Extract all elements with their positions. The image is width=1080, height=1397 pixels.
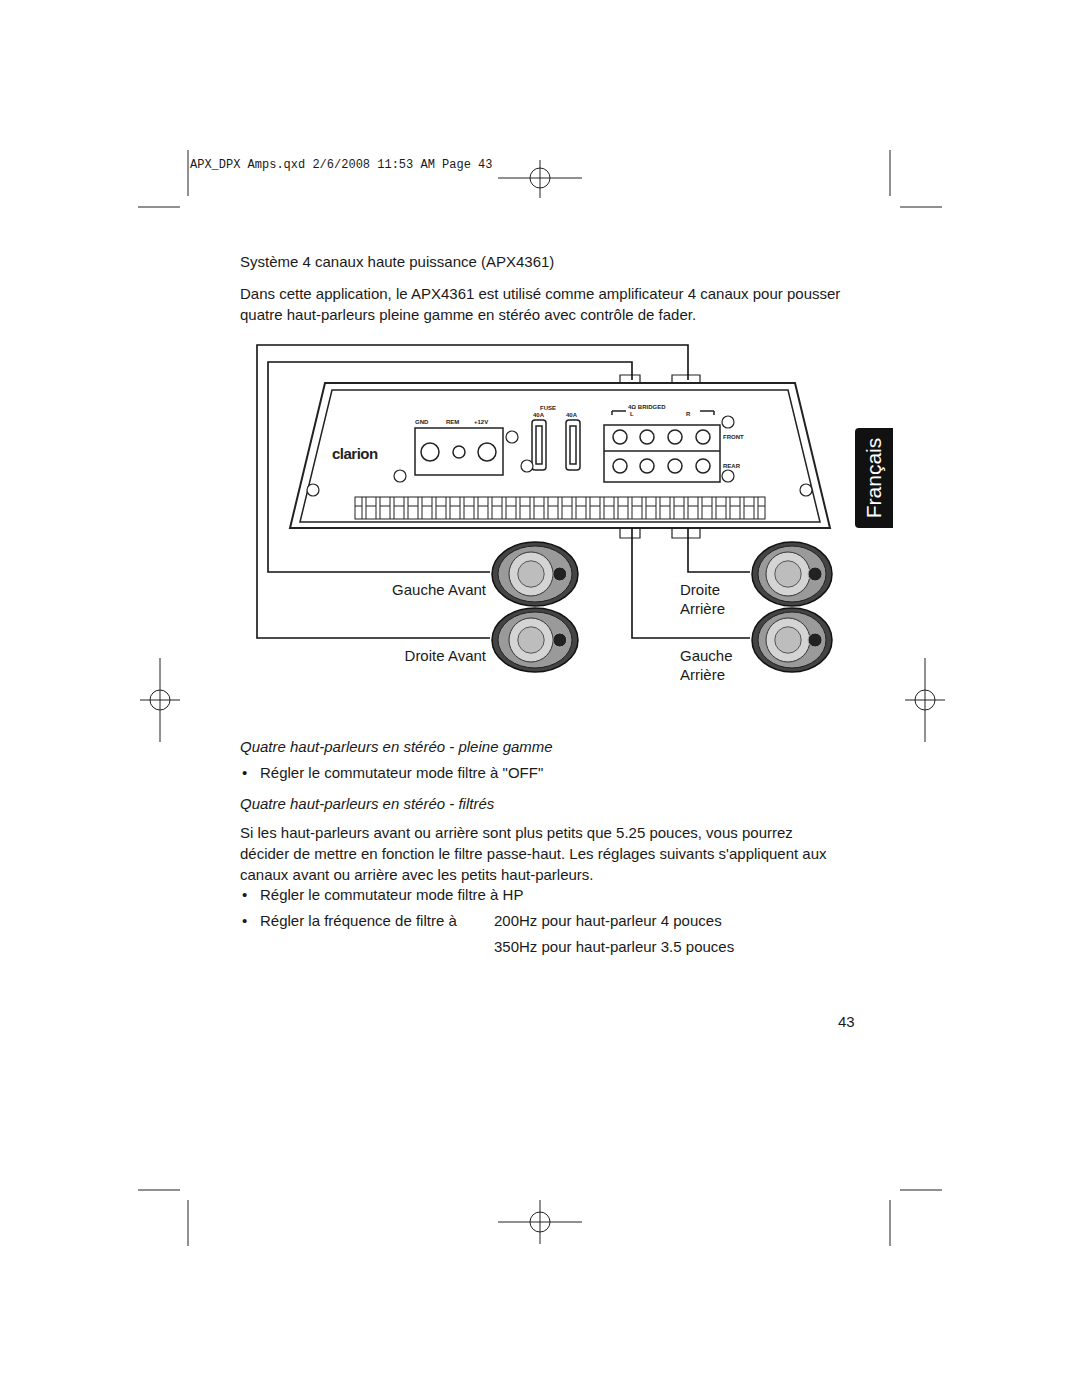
channel-label: REAR <box>723 463 740 469</box>
instruction: Régler le commutateur mode filtre à "OFF… <box>260 764 543 781</box>
speaker-cap <box>775 627 801 653</box>
amplifier: clarionGNDREM+12VFUSE40A40A4Ω BRIDGEDLRF… <box>290 380 830 528</box>
speaker-cone <box>509 618 553 662</box>
section-heading: Quatre haut-parleurs en stéréo - filtrés <box>240 795 494 812</box>
speaker-frame <box>492 608 578 672</box>
bullet: • <box>242 764 247 781</box>
channel-label: L <box>630 411 634 417</box>
speaker-tweeter <box>553 633 567 647</box>
section-heading: Quatre haut-parleurs en stéréo - pleine … <box>240 738 553 755</box>
speaker-frame <box>752 608 832 672</box>
page-number: 43 <box>838 1013 855 1030</box>
brand-logo: clarion <box>332 446 378 461</box>
speaker-frame <box>492 542 578 606</box>
speaker-wire <box>268 362 632 572</box>
fuse-label: FUSE <box>540 405 556 411</box>
speaker: Gauche Arrière <box>750 606 834 674</box>
speaker-tweeter <box>808 567 822 581</box>
speaker-illustration <box>750 540 834 608</box>
fuse-rating: 40A <box>533 412 544 418</box>
speaker-label: Droite Arrière <box>680 580 742 618</box>
language-tab: Français <box>862 438 886 519</box>
speaker-frame <box>752 542 832 606</box>
speaker-tweeter <box>808 633 822 647</box>
speaker-label: Gauche Arrière <box>680 646 742 684</box>
terminal-label: REM <box>446 419 459 425</box>
speaker-label: Droite Avant <box>386 646 486 665</box>
terminal-label: +12V <box>474 419 488 425</box>
speaker-surround <box>758 546 826 602</box>
speaker-wire <box>257 345 688 638</box>
body-paragraph: Si les haut-parleurs avant ou arrière so… <box>240 822 845 885</box>
speaker-cone <box>509 552 553 596</box>
speaker-illustration <box>750 606 834 674</box>
speaker-surround <box>498 612 572 668</box>
setting-value: 350Hz pour haut-parleur 3.5 pouces <box>494 938 734 955</box>
bullet: • <box>242 912 247 929</box>
speaker-cone <box>766 618 810 662</box>
channel-label: R <box>686 411 690 417</box>
speaker-wire <box>632 528 750 638</box>
speaker-illustration <box>490 540 580 608</box>
speaker-cone <box>766 552 810 596</box>
speaker-cap <box>518 627 544 653</box>
speaker-surround <box>498 546 572 602</box>
speaker-label: Gauche Avant <box>386 580 486 599</box>
speaker: Droite Arrière <box>750 540 834 608</box>
instruction: Régler la fréquence de filtre à <box>260 912 457 929</box>
fuse-rating: 40A <box>566 412 577 418</box>
terminal-label: GND <box>415 419 428 425</box>
speaker: Gauche Avant <box>490 540 580 608</box>
language-tab-ground: Français <box>855 428 893 528</box>
speaker-illustration <box>490 606 580 674</box>
speaker-cap <box>775 561 801 587</box>
setting-value: 200Hz pour haut-parleur 4 pouces <box>494 912 722 929</box>
instruction: Régler le commutateur mode filtre à HP <box>260 886 523 903</box>
speaker-cap <box>518 561 544 587</box>
speaker-wire <box>688 528 750 572</box>
speaker: Droite Avant <box>490 606 580 674</box>
file-header: APX_DPX Amps.qxd 2/6/2008 11:53 AM Page … <box>190 158 492 172</box>
bullet: • <box>242 886 247 903</box>
intro-paragraph: Dans cette application, le APX4361 est u… <box>240 283 845 325</box>
channel-label: FRONT <box>723 434 744 440</box>
page-title: Système 4 canaux haute puissance (APX436… <box>240 253 554 270</box>
speaker-tweeter <box>553 567 567 581</box>
speaker-surround <box>758 612 826 668</box>
bridge-label: 4Ω BRIDGED <box>628 404 665 410</box>
